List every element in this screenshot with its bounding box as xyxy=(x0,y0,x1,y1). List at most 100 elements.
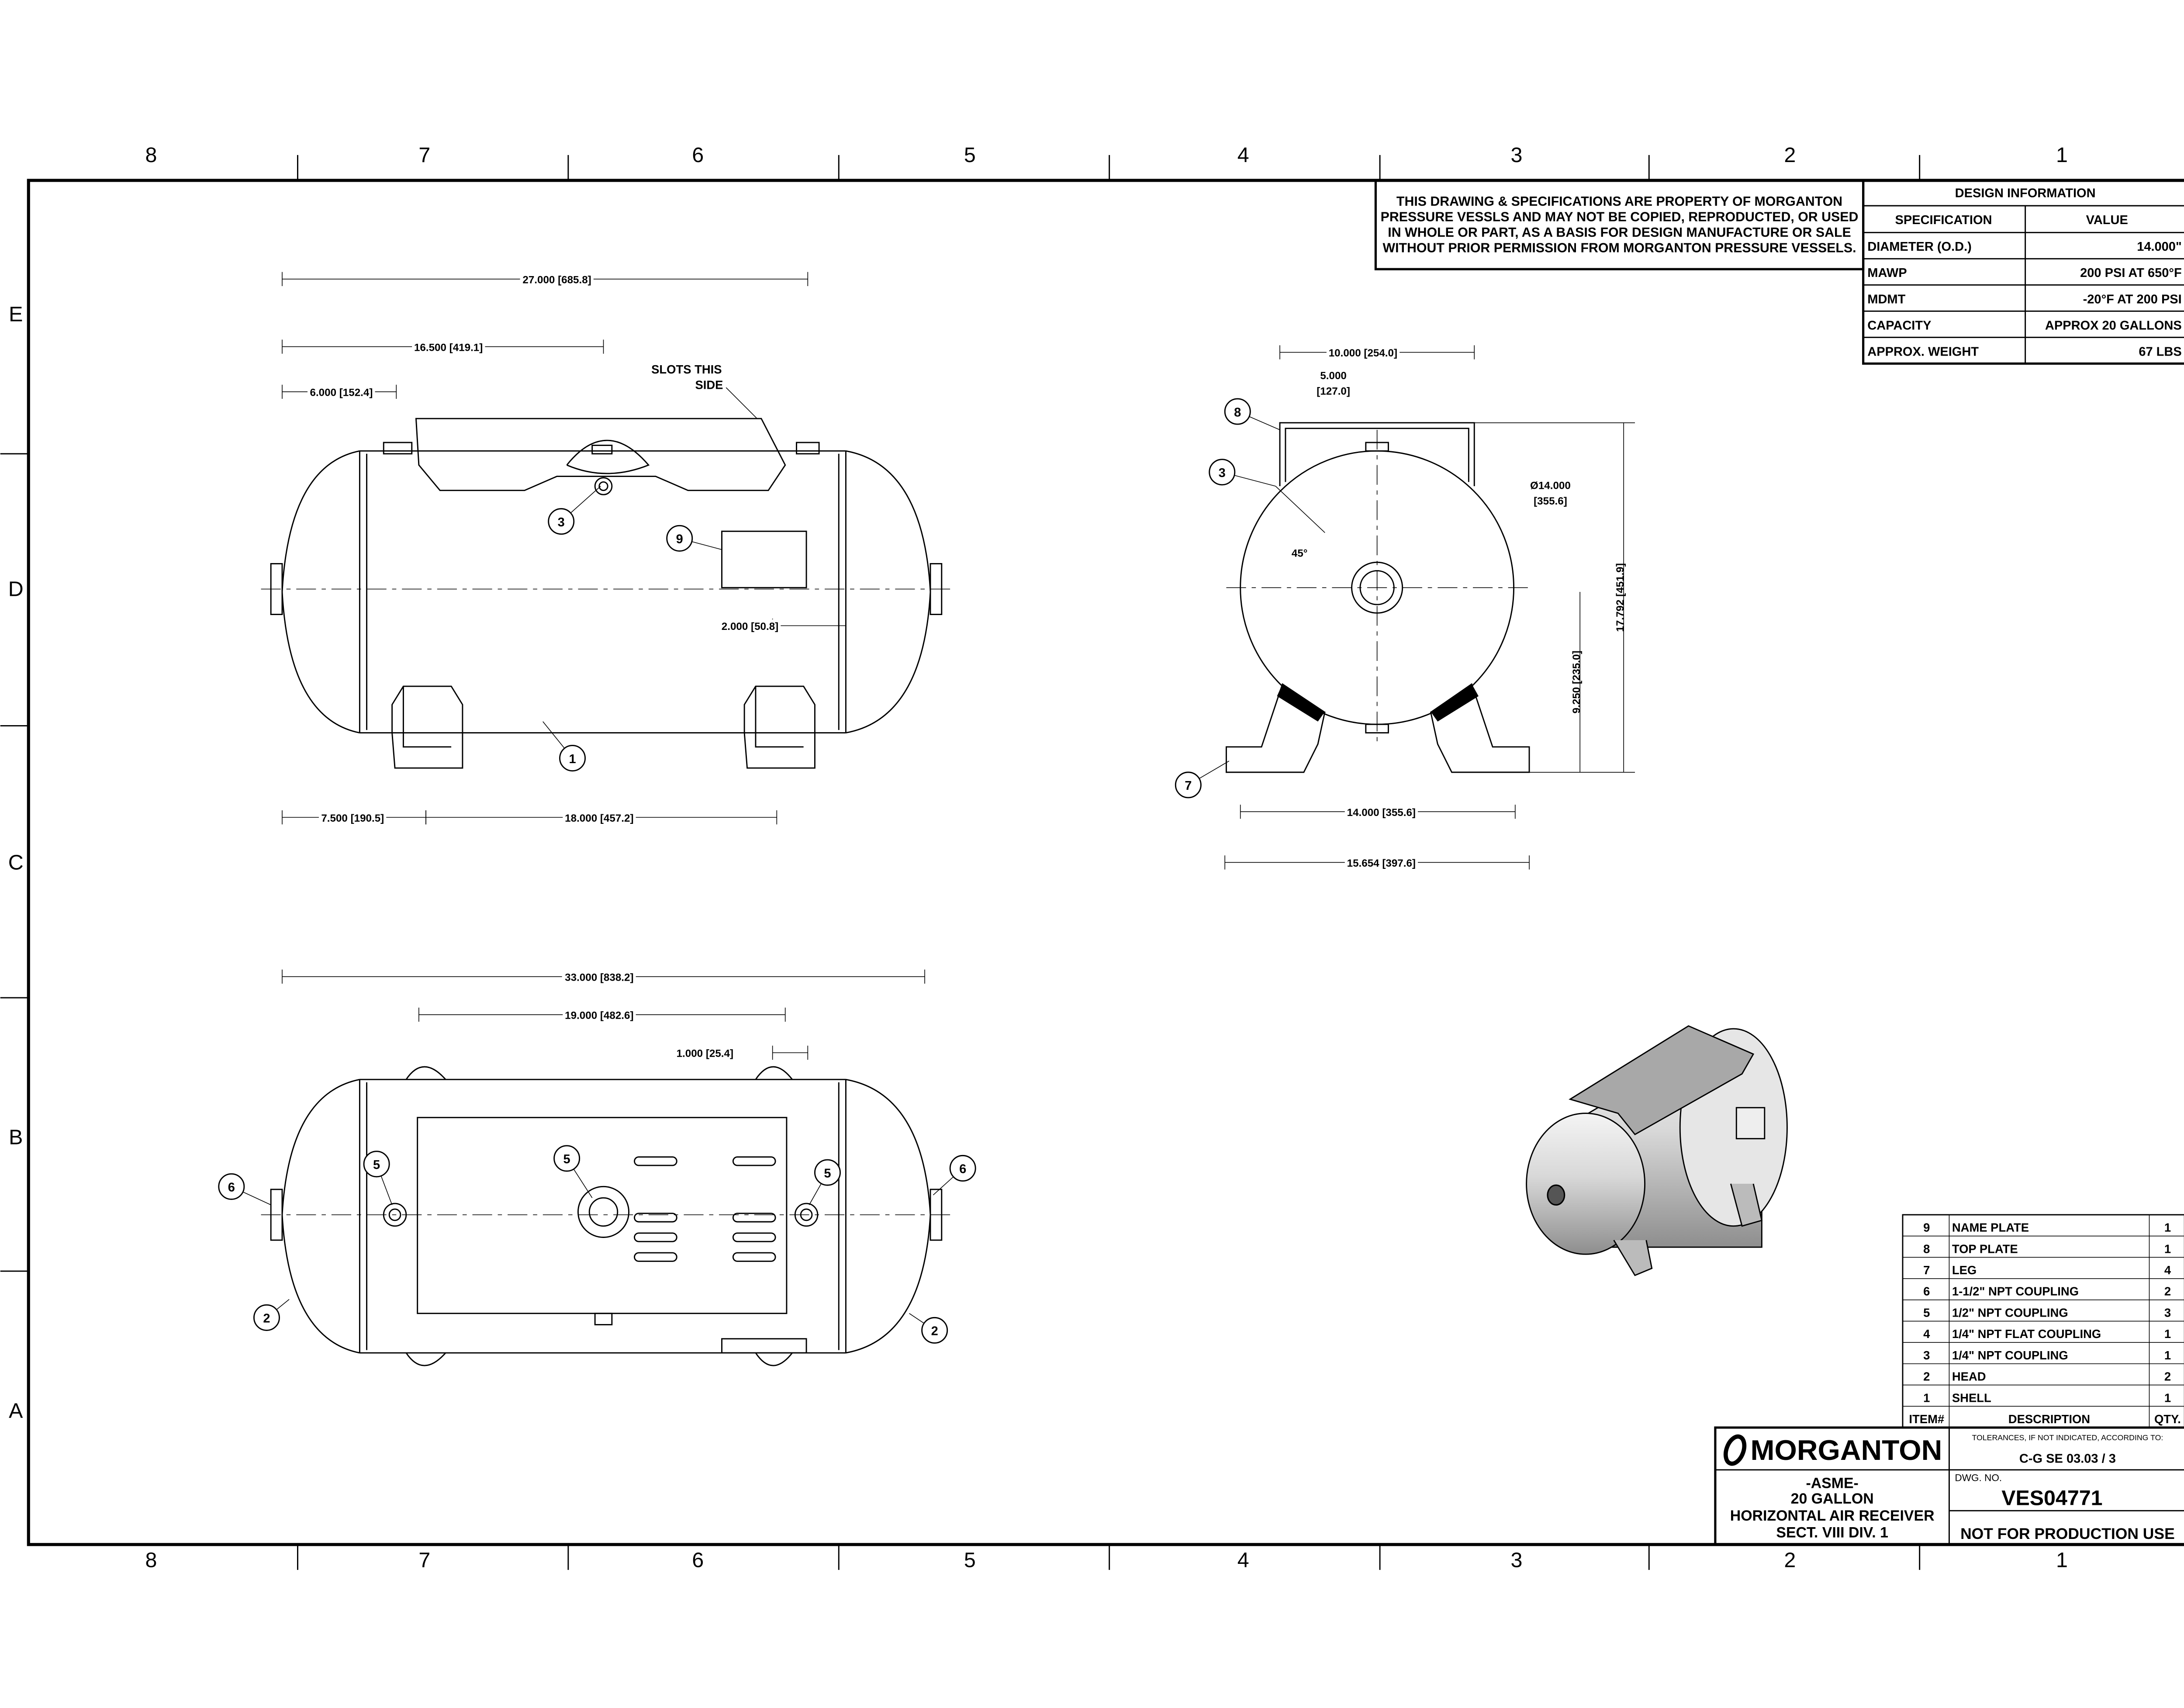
spec-name: CAPACITY xyxy=(1867,318,1931,332)
bom-description: 1/4" NPT FLAT COUPLING xyxy=(1952,1327,2101,1341)
dimension-label: 18.000 [457.2] xyxy=(565,813,633,824)
morganton-logo-icon xyxy=(1723,1434,1747,1466)
dimension-label: 7.500 [190.5] xyxy=(321,813,384,824)
item-balloon-number: 5 xyxy=(373,1158,380,1172)
leader-line xyxy=(726,387,757,419)
bom-item-number: 2 xyxy=(1923,1370,1930,1383)
drawing-title-line: -ASME- xyxy=(1806,1475,1858,1492)
spec-name: MAWP xyxy=(1867,266,1907,280)
item-balloon xyxy=(253,1304,280,1331)
drawing-title-line: 20 GALLON xyxy=(1791,1490,1874,1507)
bom-description: TOP PLATE xyxy=(1952,1242,2018,1255)
item-balloon-number: 3 xyxy=(558,515,565,529)
zone-column-label: 8 xyxy=(145,143,157,167)
item-balloon-number: 3 xyxy=(1219,466,1226,480)
end-view xyxy=(1225,422,1530,773)
spec-value: APPROX 20 GALLONS xyxy=(2045,318,2182,332)
zone-row-label: E xyxy=(9,303,23,326)
side-view xyxy=(261,418,952,769)
zone-column-label: 3 xyxy=(1511,1548,1523,1572)
bom-quantity: 2 xyxy=(2164,1285,2171,1298)
dimensions: 27.000 [685.8] 16.500 [419.1] 6.000 [152.4… xyxy=(282,271,1635,1062)
bom-item-number: 7 xyxy=(1923,1263,1930,1277)
zone-column-label: 4 xyxy=(1237,143,1249,167)
zone-row-label: A xyxy=(9,1399,23,1422)
dimension-label: 2.000 [50.8] xyxy=(722,621,778,633)
bom-item-number: 9 xyxy=(1923,1221,1930,1234)
notice-line: THIS DRAWING & SPECIFICATIONS ARE PROPER… xyxy=(1396,194,1842,209)
spec-name: APPROX. WEIGHT xyxy=(1867,345,1979,359)
item-balloon xyxy=(1224,398,1251,425)
dimension-label: 45° xyxy=(1292,547,1308,559)
dimension-label: 27.000 [685.8] xyxy=(522,274,591,286)
dimension-label: 10.000 [254.0] xyxy=(1329,347,1397,359)
zone-column-label: 1 xyxy=(2056,1548,2068,1572)
bom-item-number: 4 xyxy=(1923,1327,1930,1341)
bom-header: ITEM# xyxy=(1909,1412,1944,1426)
item-balloon-number: 9 xyxy=(676,532,683,546)
isometric-view xyxy=(1526,1025,1788,1276)
zone-column-label: 3 xyxy=(1511,143,1523,167)
zone-column-label: 5 xyxy=(964,143,976,167)
item-balloon xyxy=(548,508,575,535)
item-balloon-number: 5 xyxy=(563,1152,570,1166)
dimension-label: 5.000 xyxy=(1320,370,1347,382)
item-balloon-number: 8 xyxy=(1234,405,1241,419)
zone-column-label: 5 xyxy=(964,1548,976,1572)
bom-quantity: 4 xyxy=(2164,1263,2171,1277)
production-note: NOT FOR PRODUCTION USE xyxy=(1960,1525,2175,1542)
item-balloon xyxy=(666,525,693,552)
zone-column-label: 1 xyxy=(2056,143,2068,167)
zone-column-label: 6 xyxy=(692,143,704,167)
dimension-label: [355.6] xyxy=(1534,495,1567,507)
bom-description: HEAD xyxy=(1952,1370,1986,1383)
bom-item-number: 3 xyxy=(1923,1348,1930,1362)
title-block: MORGANTON TOLERANCES, IF NOT INDICATED, … xyxy=(1714,1426,2184,1546)
column-header: VALUE xyxy=(2086,213,2128,227)
slots-annotation: SIDE xyxy=(695,378,723,391)
bom-quantity: 1 xyxy=(2164,1242,2171,1255)
drawing-border xyxy=(27,179,2184,1546)
design-info-title: DESIGN INFORMATION xyxy=(1955,187,2096,201)
dimension-label: 16.500 [419.1] xyxy=(414,342,483,353)
zone-column-label: 8 xyxy=(145,1548,157,1572)
item-balloon xyxy=(559,745,586,772)
item-balloon-number: 5 xyxy=(824,1166,831,1180)
bom-quantity: 1 xyxy=(2164,1221,2171,1234)
bom-description: LEG xyxy=(1952,1263,1977,1277)
item-balloon xyxy=(1209,459,1236,486)
dimension-label: 15.654 [397.6] xyxy=(1347,857,1416,869)
spec-value: 200 PSI AT 650°F xyxy=(2080,266,2182,280)
zone-markers: 8877665544332211EEDDCCBBAA xyxy=(0,143,2068,1572)
item-balloon xyxy=(218,1173,245,1200)
item-balloon-number: 7 xyxy=(1185,779,1192,793)
item-balloon-number: 2 xyxy=(263,1312,270,1326)
dimension-label: 6.000 [152.4] xyxy=(310,387,373,399)
spec-name: MDMT xyxy=(1867,292,1905,306)
property-notice: THIS DRAWING & SPECIFICATIONS ARE PROPER… xyxy=(1374,179,1865,270)
item-balloon xyxy=(1175,771,1202,799)
item-balloon-number: 2 xyxy=(931,1324,938,1338)
bom-header: QTY. xyxy=(2154,1412,2181,1426)
bom-quantity: 3 xyxy=(2164,1306,2171,1319)
column-header: SPECIFICATION xyxy=(1895,213,1992,227)
dimension-label: 17.792 [451.9] xyxy=(1614,563,1626,632)
zone-row-label: D xyxy=(8,577,24,601)
bom-description: 1/2" NPT COUPLING xyxy=(1952,1306,2068,1319)
zone-row-label: B xyxy=(9,1126,23,1149)
dimension-label: [127.0] xyxy=(1317,385,1350,397)
company-logo-text: MORGANTON xyxy=(1751,1435,1942,1466)
spec-value: 14.000" xyxy=(2137,240,2182,254)
drawing-number-label: DWG. NO. xyxy=(1955,1473,2002,1483)
bom-description: NAME PLATE xyxy=(1952,1221,2029,1234)
zone-column-label: 2 xyxy=(1784,143,1796,167)
bom-item-number: 1 xyxy=(1923,1391,1930,1404)
item-balloon xyxy=(921,1317,948,1344)
item-balloon-number: 1 xyxy=(569,752,576,766)
bom-item-number: 8 xyxy=(1923,1242,1930,1255)
drawing-title-line: SECT. VIII DIV. 1 xyxy=(1776,1525,1888,1541)
